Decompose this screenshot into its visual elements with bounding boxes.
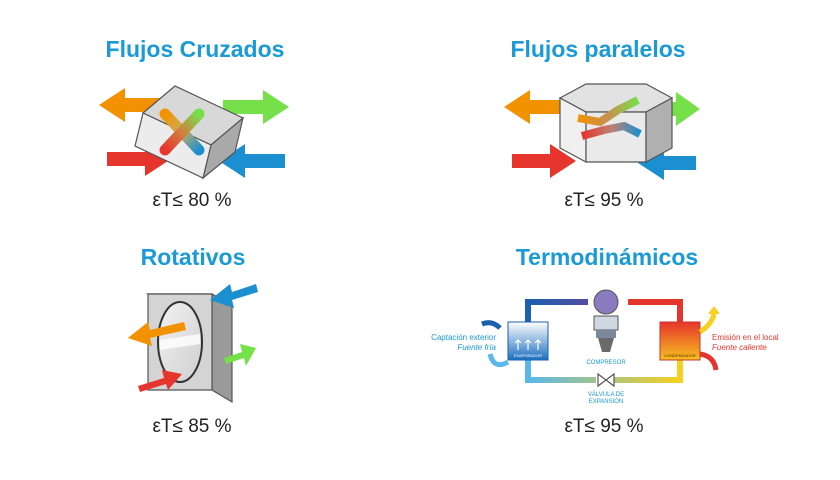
evaporator-label: EVAPORADOR bbox=[514, 353, 542, 358]
emission-arrow bbox=[698, 313, 717, 335]
rotary-title: Rotativos bbox=[140, 244, 246, 270]
valve-label-1: VÁLVULA DE bbox=[588, 391, 624, 398]
red-arrow-right bbox=[512, 144, 576, 178]
green-arrow-right bbox=[224, 344, 256, 366]
rotary-efficiency: εT≤ 85 % bbox=[152, 416, 232, 437]
parallel-flow-efficiency: εT≤ 95 % bbox=[564, 190, 644, 211]
blue-arrow-left bbox=[219, 144, 285, 178]
compressor-label: COMPRESOR bbox=[586, 360, 626, 366]
rotary-diagram bbox=[128, 284, 258, 404]
green-arrow-right bbox=[652, 92, 700, 126]
orange-arrow-left bbox=[504, 90, 570, 124]
orange-arrow-left bbox=[128, 322, 186, 346]
condenser-box bbox=[659, 321, 701, 361]
compressor-icon bbox=[593, 289, 619, 315]
cross-flow-efficiency: εT≤ 80 % bbox=[152, 190, 232, 211]
capture-label: Captación exterior bbox=[431, 333, 496, 342]
parallel-flow-diagram bbox=[504, 83, 700, 180]
blue-arrow-left bbox=[210, 284, 258, 308]
emission-sub-label: Fuente caliente bbox=[712, 343, 767, 352]
thermodynamic-cycle-diagram: EVAPORADOR CONDENSADOR COMPRESOR VÁLVULA… bbox=[431, 289, 779, 405]
cross-flow-title: Flujos Cruzados bbox=[105, 36, 285, 62]
cross-flow-diagram bbox=[99, 85, 289, 180]
orange-arrow-left bbox=[99, 88, 167, 122]
evaporator-box bbox=[507, 321, 549, 361]
capture-sub-label: Fuente fría bbox=[457, 343, 496, 352]
thermo-title: Termodinámicos bbox=[515, 244, 699, 270]
parallel-flow-title: Flujos paralelos bbox=[510, 36, 686, 62]
red-arrow-right bbox=[138, 370, 182, 392]
expansion-valve-icon bbox=[597, 372, 607, 388]
condenser-label: CONDENSADOR bbox=[664, 353, 696, 358]
valve-label-2: EXPANSIÓN bbox=[589, 398, 624, 405]
intake-arrow bbox=[487, 353, 510, 368]
green-arrow-right bbox=[223, 90, 289, 124]
thermo-efficiency: εT≤ 95 % bbox=[564, 416, 644, 437]
emission-label: Emisión en el local bbox=[712, 333, 779, 342]
